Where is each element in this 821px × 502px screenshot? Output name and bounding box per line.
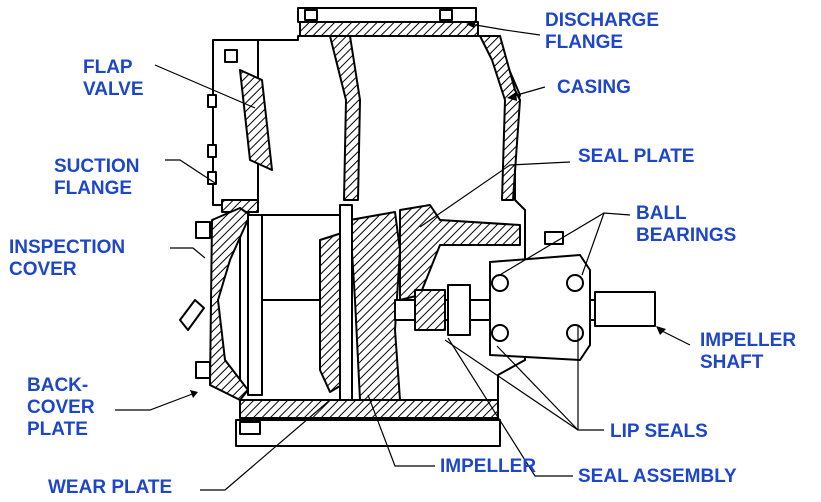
label-line: SUCTION <box>54 156 140 177</box>
label-line: FLANGE <box>54 178 133 199</box>
leader-ball-bearings-2 <box>581 212 605 276</box>
arrow-back-cover-plate <box>190 390 198 398</box>
label-line: VALVE <box>83 79 144 100</box>
label-wear-plate: WEAR PLATE <box>48 477 172 499</box>
label-line: SEAL PLATE <box>578 146 695 167</box>
back-cover-plate-part <box>247 214 263 396</box>
flap-valve-part <box>207 39 273 213</box>
label-suction-flange: SUCTION FLANGE <box>54 156 140 200</box>
label-back-cover-plate: BACK- COVER PLATE <box>27 375 95 441</box>
label-line: BALL <box>636 203 687 224</box>
label-line: COVER <box>9 259 77 280</box>
casing-base <box>239 399 499 419</box>
label-seal-plate: SEAL PLATE <box>578 146 694 168</box>
leader-back-cover-plate <box>115 392 196 411</box>
inspection-cover-part <box>179 207 251 401</box>
casing-wall-inner <box>329 35 361 201</box>
label-line: DISCHARGE <box>545 10 660 31</box>
label-line: SEAL ASSEMBLY <box>578 466 737 487</box>
label-line: WEAR PLATE <box>48 477 173 498</box>
leader-wear-plate <box>200 399 331 491</box>
label-lip-seals: LIP SEALS <box>610 421 708 443</box>
discharge-flange-part <box>297 7 479 37</box>
label-ball-bearings: BALL BEARINGS <box>636 203 736 247</box>
arrow-discharge-flange <box>466 20 476 28</box>
leader-lip-seals-2 <box>496 345 579 431</box>
impeller-part <box>319 204 401 401</box>
label-seal-assembly: SEAL ASSEMBLY <box>578 466 737 488</box>
leader-seal-assembly <box>447 337 573 477</box>
label-line: FLAP <box>83 57 133 78</box>
leader-impeller <box>367 394 435 467</box>
label-casing: CASING <box>557 77 631 99</box>
label-discharge-flange: DISCHARGE FLANGE <box>545 10 659 54</box>
leader-impeller-shaft <box>659 329 691 346</box>
casing-wall-right <box>479 35 521 201</box>
leader-discharge-flange <box>469 23 541 36</box>
leader-suction-flange <box>165 159 216 184</box>
label-line: SHAFT <box>700 352 764 373</box>
leader-flap-valve <box>154 64 256 109</box>
label-line: IMPELLER <box>700 330 797 351</box>
label-inspection-cover: INSPECTION COVER <box>9 237 125 281</box>
label-line: CASING <box>557 77 631 98</box>
label-line: IMPELLER <box>440 456 537 477</box>
seal-assembly-part <box>414 284 471 336</box>
label-impeller-shaft: IMPELLER SHAFT <box>700 330 796 374</box>
arrow-casing <box>507 92 517 101</box>
seal-plate-part <box>399 204 521 301</box>
label-line: BACK- <box>27 375 89 396</box>
wear-plate-part <box>235 419 501 447</box>
leader-inspection-cover <box>170 247 206 259</box>
label-line: INSPECTION <box>9 237 126 258</box>
bearing-housing-part <box>489 231 591 361</box>
label-line: PLATE <box>27 419 88 440</box>
label-line: COVER <box>27 397 95 418</box>
arrow-impeller-shaft <box>656 326 666 335</box>
label-line: BEARINGS <box>636 225 737 246</box>
label-line: FLANGE <box>545 32 624 53</box>
label-flap-valve: FLAP VALVE <box>83 57 144 101</box>
leader-seal-plate <box>419 161 571 228</box>
label-line: LIP SEALS <box>610 421 708 442</box>
label-impeller: IMPELLER <box>440 456 536 478</box>
